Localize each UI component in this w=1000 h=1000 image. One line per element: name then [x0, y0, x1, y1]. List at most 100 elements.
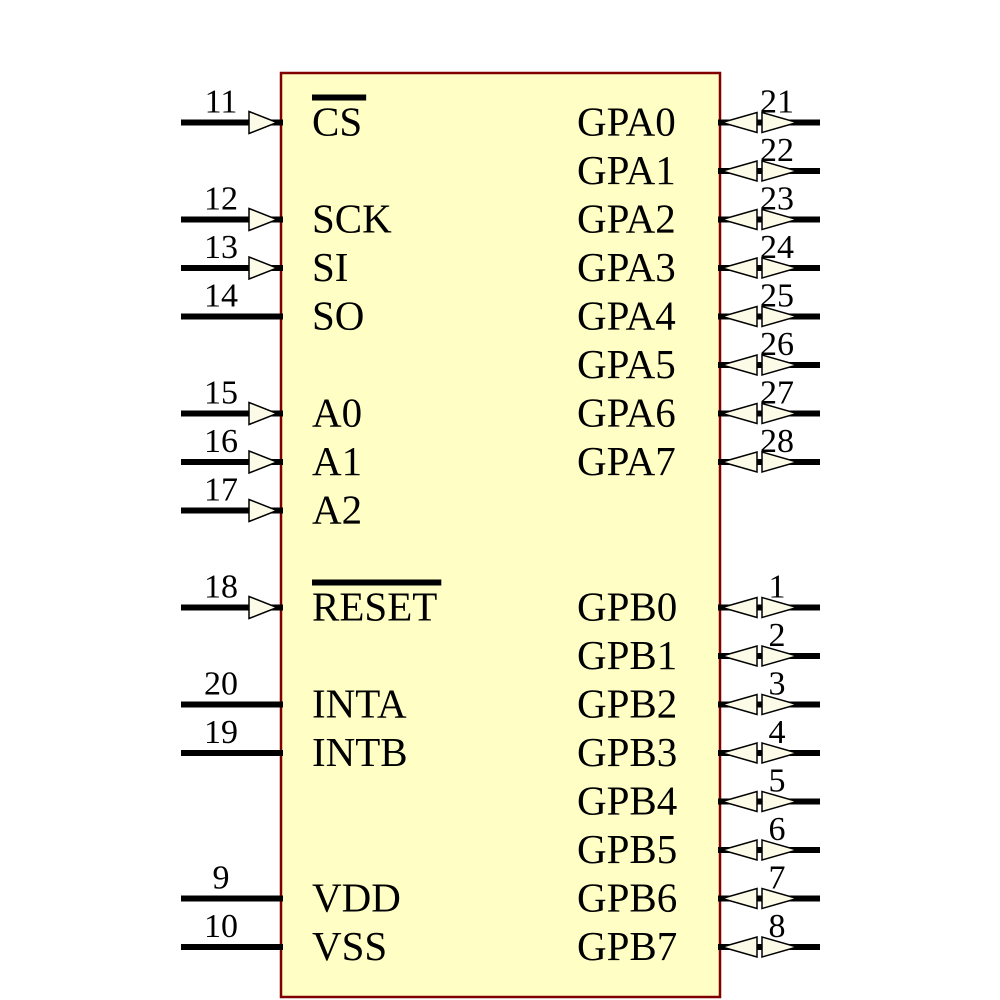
- pin-gpb6: 7 GPB6: [577, 860, 820, 921]
- pin-label: SI: [312, 244, 348, 290]
- bidirectional-arrow-right-icon: [761, 257, 800, 279]
- bidirectional-arrow-right-icon: [761, 305, 800, 328]
- pin-label: GPB6: [577, 875, 677, 921]
- pin-label: GPB7: [577, 923, 677, 969]
- bidirectional-arrow-left-icon: [719, 887, 758, 910]
- pin-label: GPA0: [577, 99, 676, 145]
- input-arrow-icon: [248, 595, 280, 620]
- input-arrow-icon: [248, 255, 280, 281]
- pin-gpb0: 1 GPB0: [577, 569, 820, 630]
- bidirectional-arrow-right-icon: [761, 596, 800, 619]
- pin-inta: 20 INTA: [181, 666, 407, 727]
- pin-label: VDD: [312, 875, 401, 921]
- pin-number: 6: [769, 811, 786, 848]
- bidirectional-arrow-right-icon: [761, 936, 800, 958]
- pin-label: SO: [312, 293, 364, 339]
- bidirectional-arrow-right-icon: [761, 402, 800, 425]
- bidirectional-arrow-left-icon: [719, 402, 758, 425]
- bidirectional-arrow-right-icon: [761, 208, 800, 231]
- pin-label: INTA: [312, 681, 407, 727]
- bidirectional-arrow-right-icon: [761, 887, 800, 910]
- ic-body: [279, 71, 722, 999]
- pin-number: 7: [769, 860, 786, 897]
- bidirectional-arrow-right-icon: [761, 111, 800, 134]
- bidirectional-arrow-right-icon: [761, 693, 800, 716]
- bidirectional-arrow-right-icon: [761, 839, 800, 861]
- bidirectional-arrow-left-icon: [719, 645, 758, 667]
- pin-cs: 11 CS: [181, 84, 367, 145]
- pin-number: 26: [760, 326, 794, 363]
- pin-number: 20: [204, 666, 238, 703]
- pin-label: GPA2: [577, 196, 676, 242]
- input-arrow-icon: [248, 449, 280, 475]
- pin-a2: 17 A2: [181, 472, 362, 533]
- pin-gpa0: 21 GPA0: [577, 84, 820, 145]
- pin-number: 15: [204, 375, 238, 412]
- pin-number: 27: [760, 375, 794, 412]
- input-arrow-icon: [248, 498, 280, 523]
- pin-number: 21: [760, 84, 794, 121]
- pin-label: GPB0: [577, 584, 677, 630]
- pin-number: 24: [760, 229, 794, 266]
- bidirectional-arrow-right-icon: [761, 790, 800, 813]
- pin-label: GPB2: [577, 681, 677, 727]
- pin-a0: 15 A0: [181, 375, 362, 436]
- pin-number: 17: [204, 472, 238, 509]
- pin-label: CS: [312, 99, 362, 145]
- pin-number: 12: [204, 181, 238, 218]
- pin-label: A0: [312, 390, 362, 436]
- pin-number: 28: [760, 423, 794, 460]
- pin-number: 22: [760, 132, 794, 169]
- pin-label: RESET: [312, 584, 437, 630]
- bidirectional-arrow-left-icon: [719, 354, 758, 376]
- pin-number: 1: [769, 569, 786, 606]
- bidirectional-arrow-left-icon: [719, 936, 758, 958]
- pin-gpb7: 8 GPB7: [577, 908, 820, 969]
- pin-label: A2: [312, 487, 362, 533]
- bidirectional-arrow-right-icon: [761, 354, 800, 376]
- pin-gpa7: 28 GPA7: [577, 423, 820, 484]
- pin-number: 19: [204, 714, 238, 751]
- bidirectional-arrow-left-icon: [719, 257, 758, 279]
- bidirectional-arrow-left-icon: [719, 208, 758, 231]
- input-arrow-icon: [248, 207, 280, 232]
- pin-number: 18: [204, 569, 238, 606]
- bidirectional-arrow-left-icon: [719, 596, 758, 619]
- pin-number: 5: [769, 763, 786, 800]
- bidirectional-arrow-left-icon: [719, 839, 758, 861]
- pin-number: 14: [204, 278, 238, 315]
- pin-reset: 18 RESET: [181, 569, 442, 630]
- pin-number: 10: [204, 908, 238, 945]
- bidirectional-arrow-left-icon: [719, 693, 758, 716]
- pin-gpa1: 22 GPA1: [577, 132, 820, 193]
- pin-label: GPB4: [577, 778, 677, 824]
- pin-label: SCK: [312, 196, 392, 242]
- pin-number: 11: [205, 84, 238, 121]
- pin-label: GPA6: [577, 390, 676, 436]
- pin-number: 13: [204, 229, 238, 266]
- pin-gpa4: 25 GPA4: [577, 278, 820, 339]
- pin-number: 3: [769, 666, 786, 703]
- pin-number: 8: [769, 908, 786, 945]
- bidirectional-arrow-left-icon: [719, 451, 758, 473]
- pin-number: 25: [760, 278, 794, 315]
- bidirectional-arrow-right-icon: [761, 160, 800, 182]
- pin-gpb3: 4 GPB3: [577, 714, 820, 775]
- pin-label: INTB: [312, 729, 408, 775]
- pin-label: GPA1: [577, 147, 676, 193]
- pin-number: 4: [769, 714, 786, 751]
- pin-label: GPB5: [577, 826, 677, 872]
- pin-label: GPA4: [577, 293, 676, 339]
- pin-label: GPA7: [577, 438, 676, 484]
- pin-sck: 12 SCK: [181, 181, 392, 242]
- pin-so: 14 SO: [181, 278, 364, 339]
- pin-label: GPB3: [577, 729, 677, 775]
